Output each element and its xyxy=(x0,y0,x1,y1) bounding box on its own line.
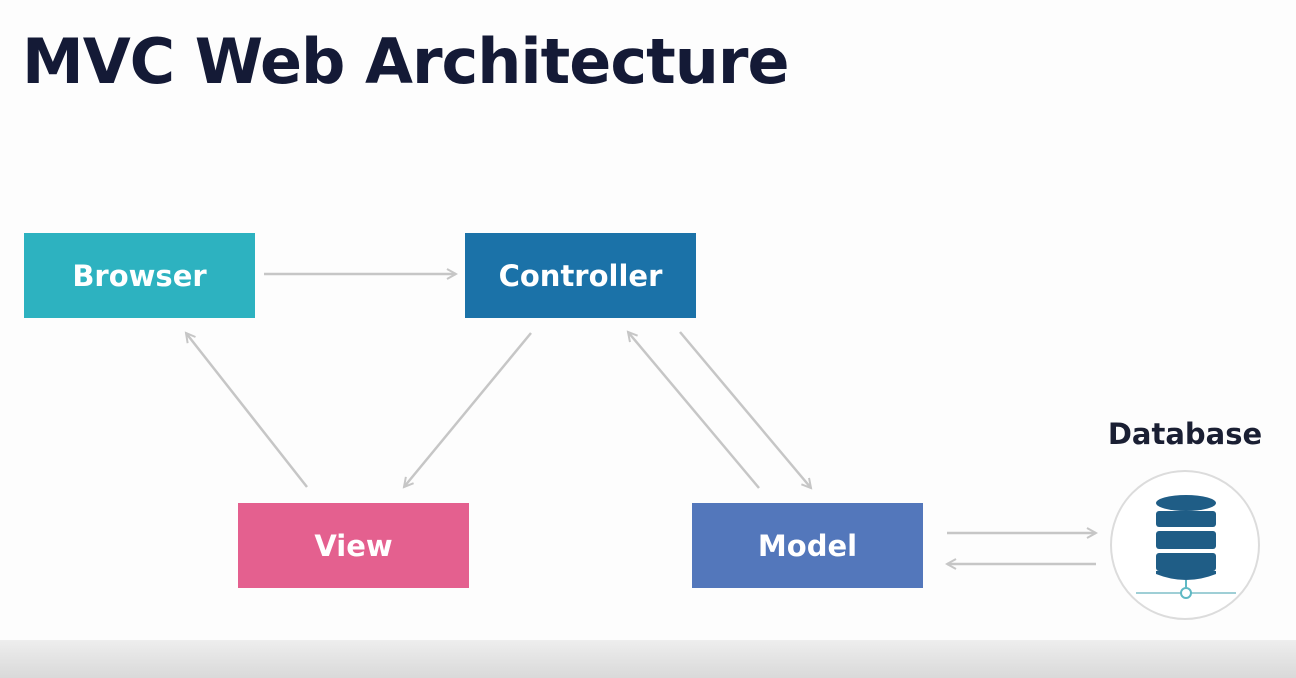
database-icon xyxy=(1110,470,1260,620)
browser-label: Browser xyxy=(72,258,207,293)
controller-node: Controller xyxy=(465,233,696,318)
arrow-controller-to-view xyxy=(404,332,532,487)
view-node: View xyxy=(238,503,469,588)
arrow-model-to-controller xyxy=(628,332,760,489)
arrow-controller-to-model xyxy=(679,331,811,488)
arrow-view-to-browser xyxy=(186,333,308,488)
database-label: Database xyxy=(1107,417,1263,451)
controller-label: Controller xyxy=(498,258,663,293)
browser-node: Browser xyxy=(24,233,255,318)
page-title: MVC Web Architecture xyxy=(22,25,790,98)
model-label: Model xyxy=(757,528,858,563)
model-node: Model xyxy=(692,503,923,588)
view-label: View xyxy=(314,528,393,563)
bottom-bar xyxy=(0,640,1296,678)
